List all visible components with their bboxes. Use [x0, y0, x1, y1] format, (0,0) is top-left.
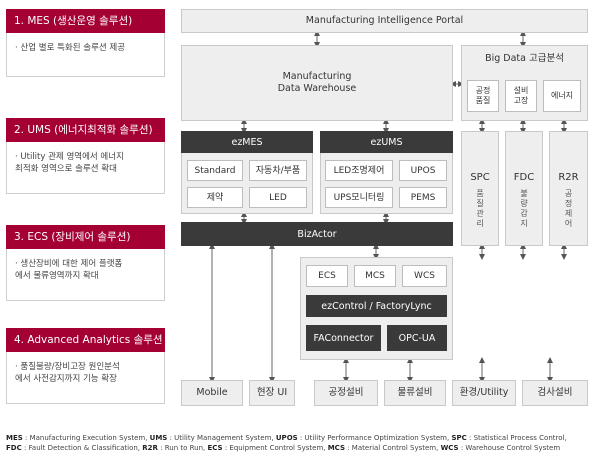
ezmes-item-auto: 자동차/부품 [249, 160, 307, 181]
ezmes-item-standard: Standard [187, 160, 243, 181]
spc-label: SPC 품질관리 [461, 172, 499, 229]
r2r-subtitle: 공정제어 [564, 189, 573, 228]
control-item-mcs: MCS [354, 265, 396, 287]
legend-line-1: MES : Manufacturing Execution System, UM… [6, 433, 596, 443]
legend-text: : Equipment Control System, [222, 444, 328, 452]
legend-text: : Statistical Process Control, [466, 434, 567, 442]
spc-title: SPC [470, 172, 490, 183]
fdc-box [505, 131, 543, 246]
solution-desc-mes: · 산업 별로 특화된 솔루션 제공 [6, 33, 165, 77]
ezums-item-ups-monitoring: UPS모니터링 [325, 187, 393, 208]
legend-text: : Manufacturing Execution System, [22, 434, 150, 442]
legend-text: : Utility Performance Optimization Syste… [297, 434, 452, 442]
solution-title-ecs: 3. ECS (장비제어 솔루션) [6, 225, 165, 249]
r2r-title: R2R [558, 172, 579, 183]
fdc-title: FDC [513, 172, 535, 183]
spc-box [461, 131, 499, 246]
bigdata-item-energy: 에너지 [543, 80, 581, 112]
ezums-title: ezUMS [320, 131, 453, 153]
abbreviation-legend: MES : Manufacturing Execution System, UM… [6, 433, 596, 453]
legend-abbr: FDC [6, 444, 22, 452]
bottom-inspection-equipment: 검사설비 [522, 380, 588, 406]
solution-desc-ecs: · 생산장비에 대한 제어 플랫폼 에서 물류영역까지 확대 [6, 249, 165, 301]
legend-abbr: MES [6, 434, 23, 442]
big-data-title: Big Data 고급분석 [485, 53, 564, 64]
portal-box: Manufacturing Intelligence Portal [181, 9, 588, 33]
legend-abbr: SPC [451, 434, 467, 442]
legend-line-2: FDC : Fault Detection & Classification, … [6, 443, 596, 453]
bottom-process-equipment: 공정설비 [314, 380, 378, 406]
ezums-item-led-control: LED조명제어 [325, 160, 393, 181]
ezums-item-pems: PEMS [399, 187, 447, 208]
ezmes-item-pharma: 제약 [187, 187, 243, 208]
bigdata-item-equipment: 설비 고장 [505, 80, 537, 112]
spc-subtitle: 품질관리 [476, 189, 484, 228]
solution-title-ums: 2. UMS (에너지최적화 솔루션) [6, 118, 165, 142]
bizactor-bar: BizActor [181, 222, 453, 246]
solution-desc-ums: · Utility 관제 영역에서 에너지 최적화 영역으로 솔루션 확대 [6, 142, 165, 194]
fdc-subtitle: 불량감지 [520, 189, 528, 228]
legend-text: : Material Control System, [345, 444, 441, 452]
legend-abbr: UPOS [275, 434, 298, 442]
legend-abbr: WCS [440, 444, 459, 452]
legend-text: : Warehouse Control System [458, 444, 561, 452]
faconnector-box: FAConnector [306, 325, 381, 351]
control-item-wcs: WCS [402, 265, 447, 287]
bottom-environment-utility: 환경/Utility [452, 380, 516, 406]
legend-abbr: R2R [142, 444, 158, 452]
opc-ua-box: OPC-UA [387, 325, 447, 351]
ezcontrol-bar: ezControl / FactoryLync [306, 295, 447, 317]
fdc-label: FDC 불량감지 [505, 172, 543, 229]
legend-abbr: MCS [327, 444, 345, 452]
solution-title-mes: 1. MES (생산운영 솔루션) [6, 9, 165, 33]
bottom-mobile: Mobile [181, 380, 243, 406]
data-warehouse-box: Manufacturing Data Warehouse [181, 45, 453, 121]
legend-text: : Utility Management System, [167, 434, 276, 442]
bottom-field-ui: 현장 UI [249, 380, 295, 406]
solution-desc-analytics: · 품질불량/장비고장 원인분석 에서 사전감지까지 기능 확장 [6, 352, 165, 404]
r2r-box [549, 131, 588, 246]
legend-text: : Fault Detection & Classification, [21, 444, 143, 452]
r2r-label: R2R 공정제어 [549, 172, 588, 229]
legend-abbr: UMS [149, 434, 168, 442]
legend-text: : Run to Run, [157, 444, 208, 452]
ezmes-title: ezMES [181, 131, 313, 153]
control-item-ecs: ECS [306, 265, 348, 287]
bigdata-item-quality: 공정 품질 [467, 80, 499, 112]
ezums-item-upos: UPOS [399, 160, 447, 181]
solution-title-analytics: 4. Advanced Analytics 솔루션 [6, 328, 165, 352]
bottom-logistics-equipment: 물류설비 [384, 380, 446, 406]
legend-abbr: ECS [207, 444, 223, 452]
ezmes-item-led: LED [249, 187, 307, 208]
